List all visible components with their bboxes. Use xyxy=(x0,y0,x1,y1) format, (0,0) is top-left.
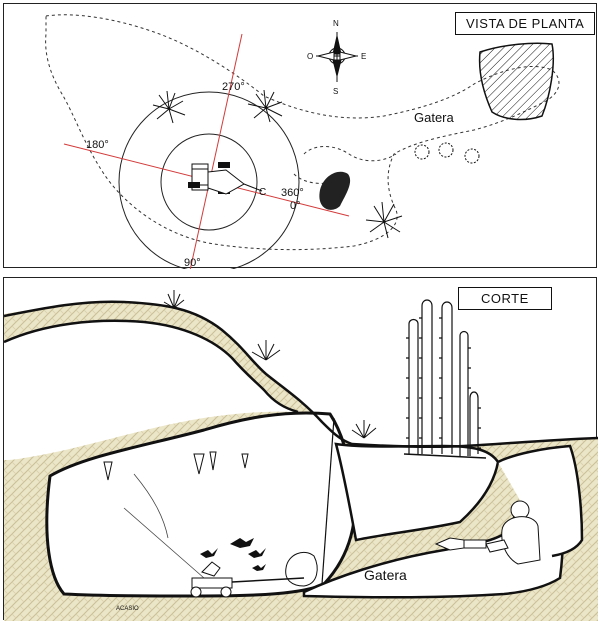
section-view-panel: CORTE xyxy=(3,277,598,621)
cannon-top-icon xyxy=(188,162,263,195)
boulder xyxy=(285,552,318,587)
plan-view-panel: VISTA DE PLANTA 270° 180° 360° 0° 90° xyxy=(3,3,597,269)
section-drawing: Gatera ACASIO xyxy=(4,290,598,621)
plan-drawing: 270° 180° 360° 0° 90° C xyxy=(45,14,560,269)
cannon-side-icon xyxy=(190,561,305,598)
main-chamber xyxy=(45,411,357,598)
surface-line xyxy=(4,300,598,449)
stalactites xyxy=(103,451,249,481)
angle-360: 360° xyxy=(281,187,304,199)
agave-plant-2 xyxy=(247,89,283,123)
rock-black xyxy=(319,171,351,210)
signature-text: ACASIO xyxy=(116,606,139,612)
section-title: CORTE xyxy=(458,287,552,310)
outer-circle xyxy=(118,91,300,269)
red-axis-vertical xyxy=(189,33,243,269)
cactus-tall-icon xyxy=(403,299,487,459)
inner-circle xyxy=(160,133,258,231)
grass-tufts xyxy=(163,290,377,439)
section-tunnel-label: Gatera xyxy=(364,567,407,583)
angle-180: 180° xyxy=(86,139,109,151)
agave-plant-3 xyxy=(365,201,403,239)
plan-tunnel-label: Gatera xyxy=(414,110,455,125)
rock-hatched xyxy=(478,42,555,121)
marker-c: C xyxy=(259,187,266,198)
angle-90: 90° xyxy=(184,257,201,269)
compass-n: N xyxy=(333,19,339,28)
caver-figure-icon xyxy=(485,500,541,565)
compass-w: O xyxy=(307,52,313,61)
cave-outline-dashed xyxy=(45,14,560,251)
compass-e: E xyxy=(361,52,366,61)
plan-title: VISTA DE PLANTA xyxy=(455,12,596,35)
angle-0: 0° xyxy=(290,200,301,212)
flashlight-icon xyxy=(434,537,487,551)
agave-plant-1 xyxy=(152,90,186,124)
compass-s: S xyxy=(333,87,338,96)
angle-270: 270° xyxy=(222,81,245,93)
cactus-small-1 xyxy=(414,142,480,164)
bats-icon xyxy=(200,538,266,571)
compass-rose-icon xyxy=(316,32,358,82)
